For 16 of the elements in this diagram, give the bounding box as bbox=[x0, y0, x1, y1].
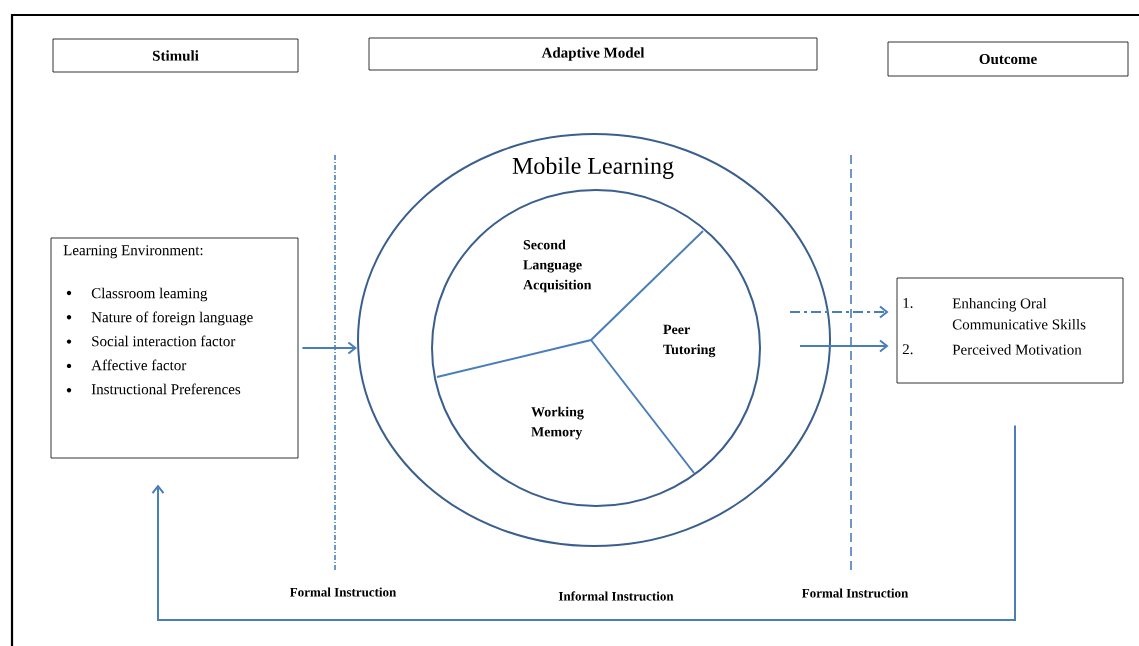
arrow bbox=[799, 339, 889, 353]
arrow bbox=[789, 305, 889, 319]
header-box: Outcome bbox=[887, 41, 1129, 77]
text-box: 1. Enhancing Oral Communicative Skills 2. Perceived Motivation bbox=[896, 277, 1124, 384]
arrow bbox=[151, 424, 1016, 621]
sector-label: Peer Tutoring bbox=[663, 324, 716, 358]
header-box: Adaptive Model bbox=[368, 37, 818, 71]
arrow bbox=[301, 341, 357, 355]
sector-label: Working Memory bbox=[531, 406, 584, 440]
region-label: Formal Instruction bbox=[289, 587, 397, 597]
inner-circle bbox=[431, 189, 761, 507]
region-label: Formal Instruction bbox=[801, 588, 909, 598]
region-label: Informal Instruction bbox=[558, 591, 674, 601]
sector-label: Second Language Acquisition bbox=[523, 239, 592, 293]
header-box: Stimuli bbox=[52, 38, 299, 73]
text-box: Learning Environment: Classroom leaming Nature of foreign language Social interaction factor Affective factor Instructional Preferences bbox=[50, 237, 299, 459]
